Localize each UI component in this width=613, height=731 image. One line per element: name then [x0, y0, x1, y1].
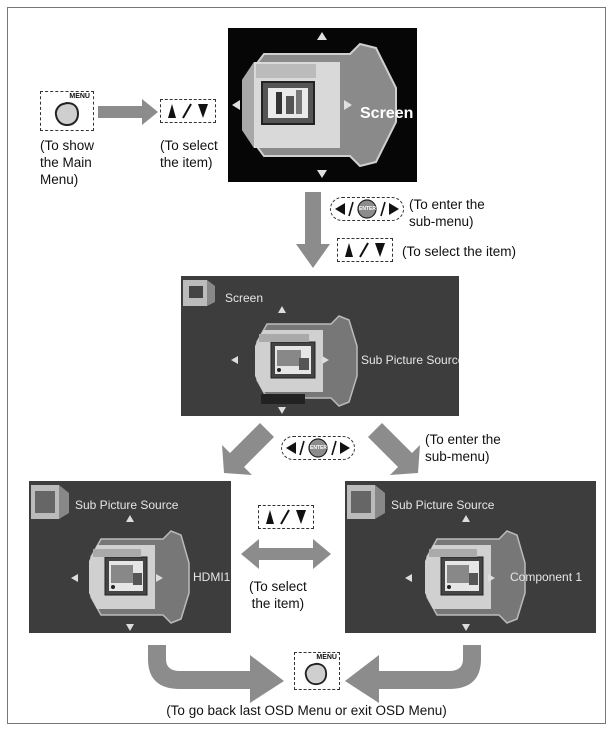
component-screen: Sub Picture Source Component 1: [345, 481, 596, 633]
round-button-icon: [54, 101, 80, 127]
component-screen-header: Sub Picture Source: [391, 498, 495, 512]
hdmi-menu-graphic: [31, 485, 190, 631]
component-screen-label: Component 1: [510, 570, 583, 584]
menu-key-bottom[interactable]: MENU: [294, 652, 340, 690]
left-enter-right-key-2[interactable]: ENTER: [281, 436, 355, 460]
diagram-frame: [7, 7, 606, 724]
select-item-label-2: (To select the item): [402, 244, 517, 259]
left-enter-right-icon: [286, 438, 350, 458]
enter-submenu-label-2: (To enter the sub-menu): [425, 432, 501, 464]
hdmi-screen-header: Sub Picture Source: [75, 498, 179, 512]
up-down-key-3[interactable]: [258, 505, 314, 529]
select-item-label-1: (To select the item): [160, 138, 218, 170]
curved-left-arrow-icon: [345, 645, 481, 703]
right-arrow-icon: [98, 99, 158, 125]
show-main-menu-label: (To show the Main Menu): [40, 138, 95, 187]
hdmi-screen-label: HDMI1: [193, 570, 231, 584]
up-down-key-2[interactable]: [337, 238, 393, 262]
main-menu-screen-label: Screen: [360, 105, 414, 122]
sub-picture-source-screen: Screen Sub Picture Source: [181, 276, 459, 416]
sub-screen-label: Sub Picture Source: [361, 353, 459, 367]
down-right-arrow-icon: [368, 423, 420, 475]
menu-key[interactable]: MENU: [40, 91, 94, 131]
enter-key-label: ENTER: [359, 206, 376, 212]
enter-key-label: ENTER: [310, 445, 327, 451]
sub-menu-graphic: [183, 280, 358, 414]
up-down-arrows-icon: [266, 509, 306, 525]
component-menu-graphic: [347, 485, 526, 631]
enter-submenu-label-1: (To enter the sub-menu): [409, 197, 485, 229]
up-down-arrows-icon: [168, 103, 208, 119]
up-down-arrows-icon: [345, 242, 385, 258]
round-button-icon: [304, 662, 328, 686]
main-menu-graphic: [232, 32, 397, 178]
go-back-label: (To go back last OSD Menu or exit OSD Me…: [166, 703, 447, 718]
down-left-arrow-icon: [222, 423, 274, 475]
up-down-key[interactable]: [160, 99, 216, 123]
left-enter-right-key[interactable]: ENTER: [330, 197, 404, 221]
main-menu-screen: Screen: [228, 28, 417, 182]
select-item-label-3: (To select the item): [249, 579, 307, 611]
left-right-arrow-icon: [241, 539, 331, 569]
sub-screen-header: Screen: [225, 291, 264, 305]
menu-key-label: MENU: [69, 93, 90, 100]
left-enter-right-icon: [335, 199, 399, 219]
curved-right-arrow-icon: [148, 645, 284, 703]
down-arrow-icon: [296, 192, 330, 268]
hdmi-screen: Sub Picture Source HDMI1: [29, 481, 231, 633]
menu-key-label: MENU: [316, 654, 337, 661]
